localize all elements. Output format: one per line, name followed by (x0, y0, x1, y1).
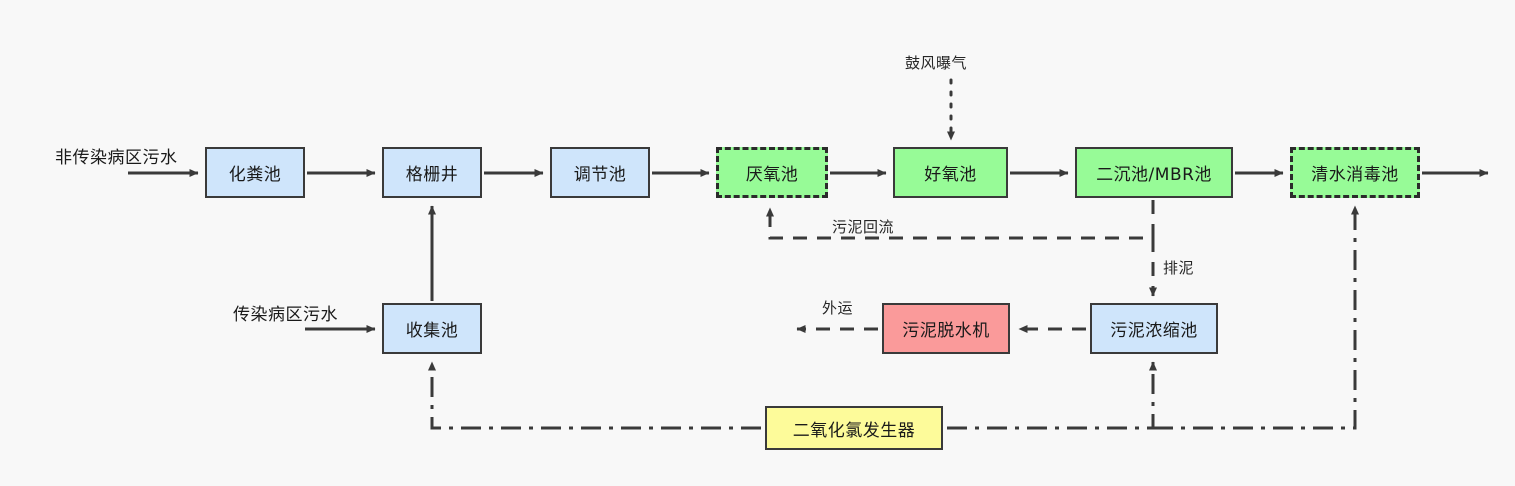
node-secondary-clarifier-mbr[interactable]: 二沉池/MBR池 (1075, 147, 1233, 198)
node-equalization-tank[interactable]: 调节池 (550, 147, 650, 198)
label-sludge-discharge: 排泥 (1163, 259, 1195, 277)
label-sludge-return: 污泥回流 (832, 218, 895, 236)
node-label: 二氧化氯发生器 (792, 420, 916, 441)
node-label: 好氧池 (924, 165, 977, 185)
node-label: 污泥脱水机 (902, 321, 990, 341)
node-label: 清水消毒池 (1311, 165, 1399, 185)
node-clo2-generator[interactable]: 二氧化氯发生器 (765, 406, 943, 450)
node-anaerobic-tank[interactable]: 厌氧池 (716, 147, 828, 198)
node-sludge-dewatering[interactable]: 污泥脱水机 (882, 303, 1010, 354)
label-haul-away: 外运 (822, 299, 854, 317)
edge-clo2-to-shoujichi (428, 361, 761, 430)
node-clearwater-disinfection[interactable]: 清水消毒池 (1290, 147, 1420, 198)
edge-clo2-to-wunnongsuo (947, 361, 1157, 430)
node-label: 二沉池/MBR池 (1096, 165, 1212, 185)
node-sludge-thickener[interactable]: 污泥浓缩池 (1090, 303, 1218, 354)
node-label: 污泥浓缩池 (1110, 321, 1198, 341)
label-inlet-infectious: 传染病区污水 (233, 305, 338, 325)
node-label: 厌氧池 (745, 165, 799, 185)
node-grit-well[interactable]: 格栅井 (382, 147, 482, 198)
edge-sludge-return (766, 200, 1155, 240)
label-aeration: 鼓风曝气 (905, 54, 968, 72)
label-inlet-non-infectious: 非传染病区污水 (55, 148, 178, 168)
node-aerobic-tank[interactable]: 好氧池 (893, 147, 1008, 198)
node-septic-tank[interactable]: 化粪池 (205, 147, 305, 198)
node-label: 化粪池 (228, 165, 282, 185)
node-label: 格栅井 (405, 165, 459, 185)
node-label: 调节池 (573, 165, 627, 185)
node-collection-tank[interactable]: 收集池 (382, 303, 482, 354)
edge-clo2-to-qingshui (1153, 205, 1359, 430)
node-label: 收集池 (405, 321, 459, 341)
